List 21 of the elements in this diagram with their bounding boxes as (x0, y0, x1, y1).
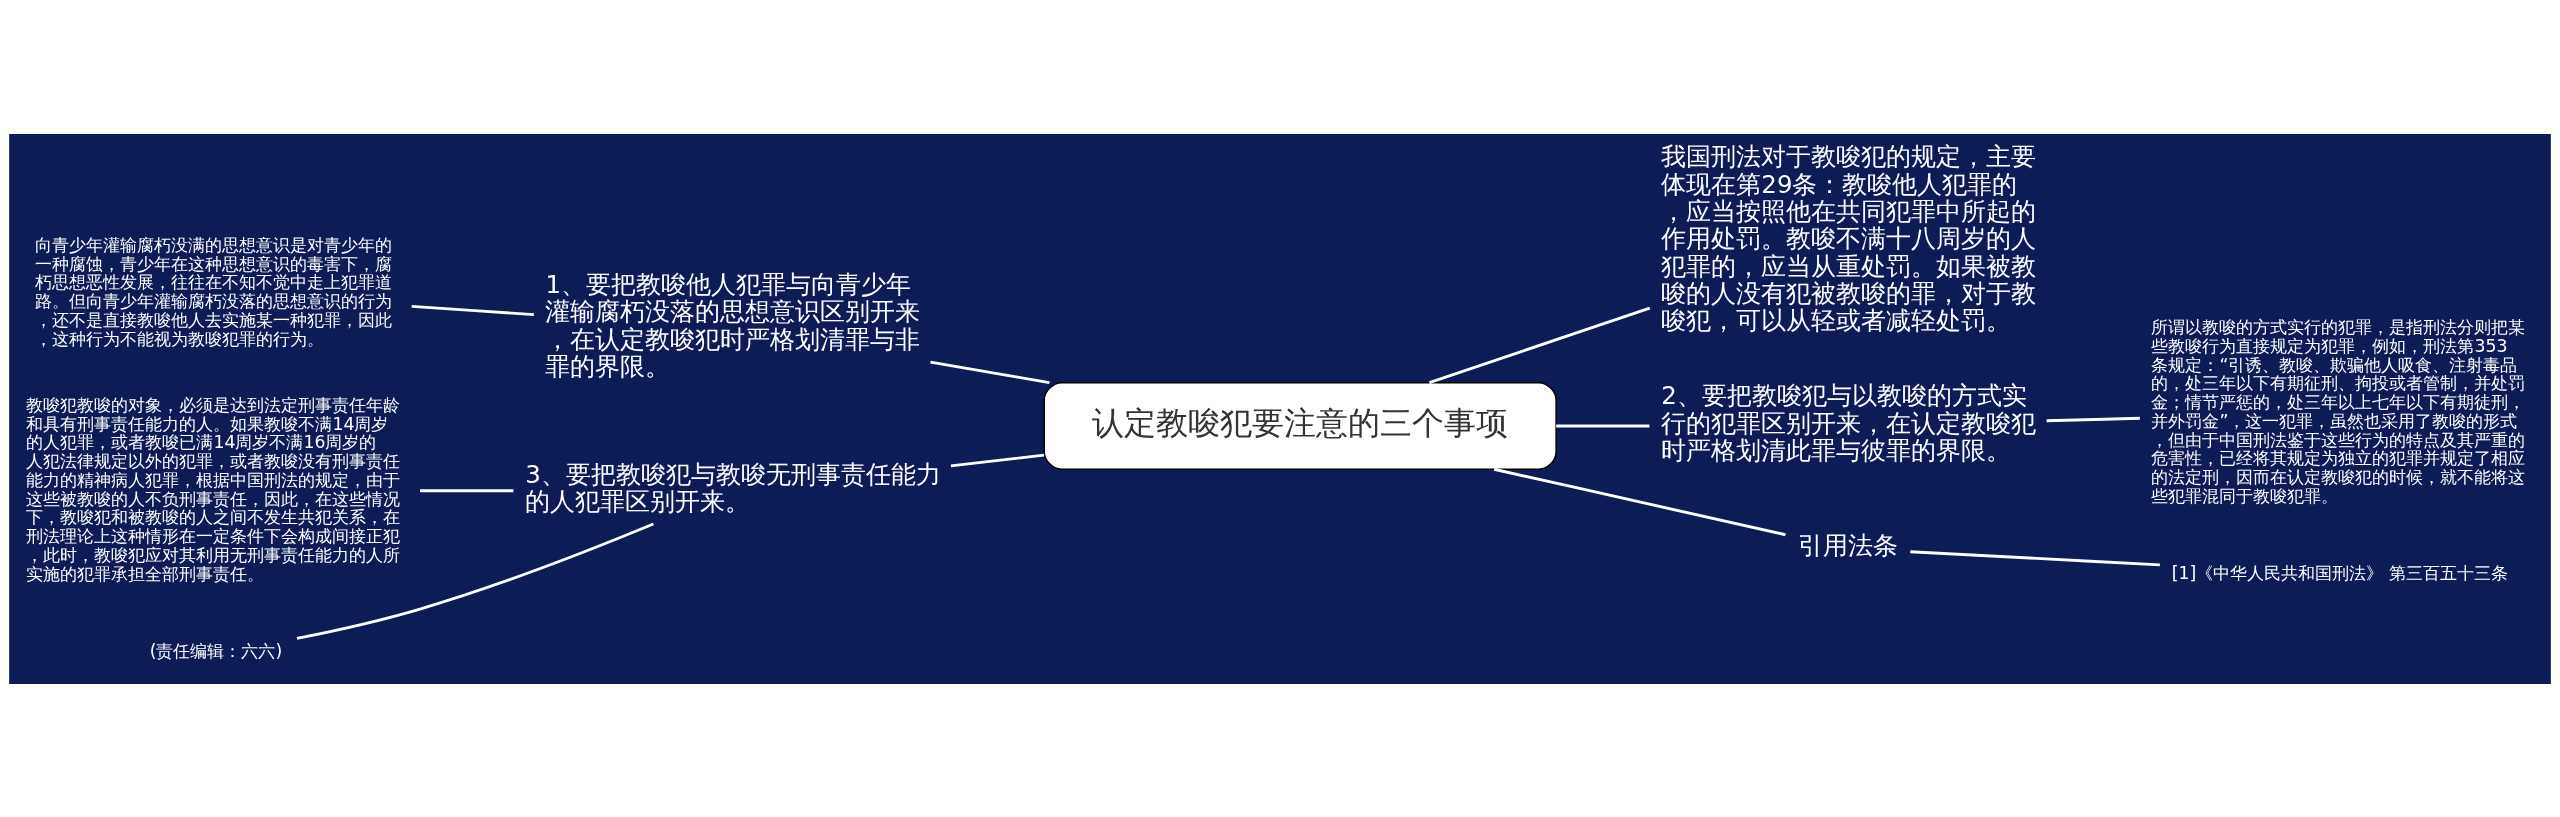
node-box: 认定教唆犯要注意的三个事项 (1043, 381, 1557, 470)
connector (1493, 467, 1786, 536)
node-text: 2、要把教唆犯与以教唆的方式实行的犯罪区别开来，在认定教唆犯时严格划清此罪与彼罪的界限。 (1661, 380, 2037, 465)
connector (1556, 424, 1650, 427)
connector (296, 522, 654, 640)
connector (411, 304, 534, 316)
connector (930, 360, 1050, 384)
node-text: 1、要把教唆他人犯罪与向青少年灌输腐朽没落的思想意识区别开来，在认定教唆犯时严格划清罪与非罪的界限。 (545, 269, 921, 381)
node-text: 向青少年灌输腐朽没满的思想意识是对青少年的一种腐蚀，青少年在这种思想意识的毒害下，腐朽思想恶性发展，往往在不知不觉中走上犯罪道路。但向青少年灌输腐朽没落的思想意识的行为，还不是直接教唆他人去实施某一种犯罪，因此，这种行为不能视为教唆犯罪的行为。 (35, 234, 393, 349)
node-text: 我国刑法对于教唆犯的规定，主要体现在第29条：教唆他人犯罪的，应当按照他在共同犯罪中所起的作用处罚。教唆不满十八周岁的人犯罪的，应当从重处罚。如果被教唆的人没有犯被教唆的罪，对于教唆犯，可以从轻或者减轻处罚。 (1661, 141, 2037, 335)
connector (1910, 549, 2160, 566)
node-text: 3、要把教唆犯与教唆无刑事责任能力的人犯罪区别开来。 (525, 459, 941, 516)
connector (950, 453, 1045, 467)
node-text: [1]《中华人民共和国刑法》 第三百五十三条 (2171, 562, 2508, 583)
connector (1428, 306, 1651, 384)
node-text: 教唆犯教唆的对象，必须是达到法定刑事责任年龄和具有刑事责任能力的人。如果教唆不满14周岁的人犯罪，或者教唆已满14周岁不满16周岁的人犯法律规定以外的犯罪，或者教唆没有刑事责任能力的精神病人犯罪，根据中国刑法的规定，由于这些被教唆的人不负刑事责任，因此，在这些情况下，教唆犯和被教唆的人之间不发生共犯关系，在刑法理论上这种情形在一定条件下会构成间接正犯，此时，教唆犯应对其利用无刑事责任能力的人所实施的犯罪承担全部刑事责任。 (26, 394, 401, 584)
node-text: 引用法条 (1797, 530, 1898, 560)
connector (420, 488, 514, 492)
connector (2046, 416, 2140, 422)
node-text: 所谓以教唆的方式实行的犯罪，是指刑法分则把某些教唆行为直接规定为犯罪，例如，刑法第353条规定：“引诱、教唆、欺骗他人吸食、注射毒品的，处三年以下有期征刑、拘投或者管制，并处罚金；情节严惩的，处三年以上七年以下有期徒刑，并外罚金”，这一犯罪，虽然也采用了教唆的形式，但由于中国刑法鉴于这些行为的特点及其严重的危害性，已经将其规定为独立的犯罪并规定了相应的法定刑，因而在认定教唆犯的时候，就不能将这些犯罪混同于教唆犯罪。 (2151, 316, 2526, 506)
node-text: (责任编辑：六六) (149, 640, 283, 661)
